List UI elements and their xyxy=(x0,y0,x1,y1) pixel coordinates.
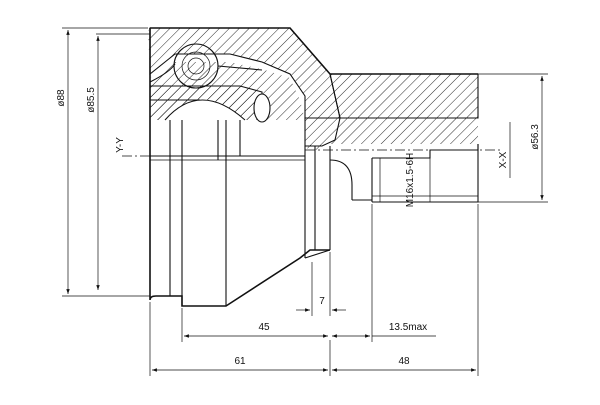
cage-line-right xyxy=(217,65,263,71)
label-diameter-shaft: ø56.3 xyxy=(530,124,541,150)
stub-shaft xyxy=(304,144,479,259)
label-length-max: 13.5max xyxy=(389,322,427,333)
label-x-axis: X-X xyxy=(498,151,509,168)
label-length-small: 7 xyxy=(319,296,325,307)
hatch-inner-ring xyxy=(304,117,341,147)
hatch-shaft-upper xyxy=(329,73,479,119)
label-y-axis: Y-Y xyxy=(115,137,126,153)
dim-diameter-shaft: ø56.3 xyxy=(478,73,548,203)
label-length-right: 48 xyxy=(398,356,410,367)
ball-cage xyxy=(149,43,271,123)
ball-center xyxy=(187,57,205,75)
race-groove xyxy=(253,93,271,123)
label-thread: M16x1.5-6H xyxy=(405,153,416,207)
hatch-upper-housing xyxy=(149,27,341,119)
thread-outline-bottom xyxy=(372,144,479,203)
label-length-left: 61 xyxy=(234,356,246,367)
housing-outline xyxy=(149,27,479,307)
label-diameter-inner: ø85.5 xyxy=(86,87,97,113)
cage-line-left xyxy=(149,63,176,83)
dim-length-small: 7 xyxy=(296,252,346,316)
label-diameter-outer: ø88 xyxy=(56,89,67,107)
dim-diameter-outer: ø88 xyxy=(56,27,150,297)
label-length-middle: 45 xyxy=(258,322,270,333)
housing-profile-line xyxy=(149,28,330,307)
cage-arc xyxy=(164,99,246,121)
housing-lower xyxy=(150,120,306,306)
ball-inner xyxy=(181,51,211,81)
dim-length-middle: 45 xyxy=(181,308,328,342)
shaft-neck xyxy=(329,159,353,200)
centerlines xyxy=(122,149,500,157)
housing-chamfer xyxy=(304,249,331,259)
dim-length-max: 13.5max xyxy=(332,204,436,342)
thread-outline-top xyxy=(372,144,479,159)
dim-length-overall: 61 48 xyxy=(149,204,479,376)
dim-diameter-inner: ø85.5 xyxy=(86,33,150,290)
